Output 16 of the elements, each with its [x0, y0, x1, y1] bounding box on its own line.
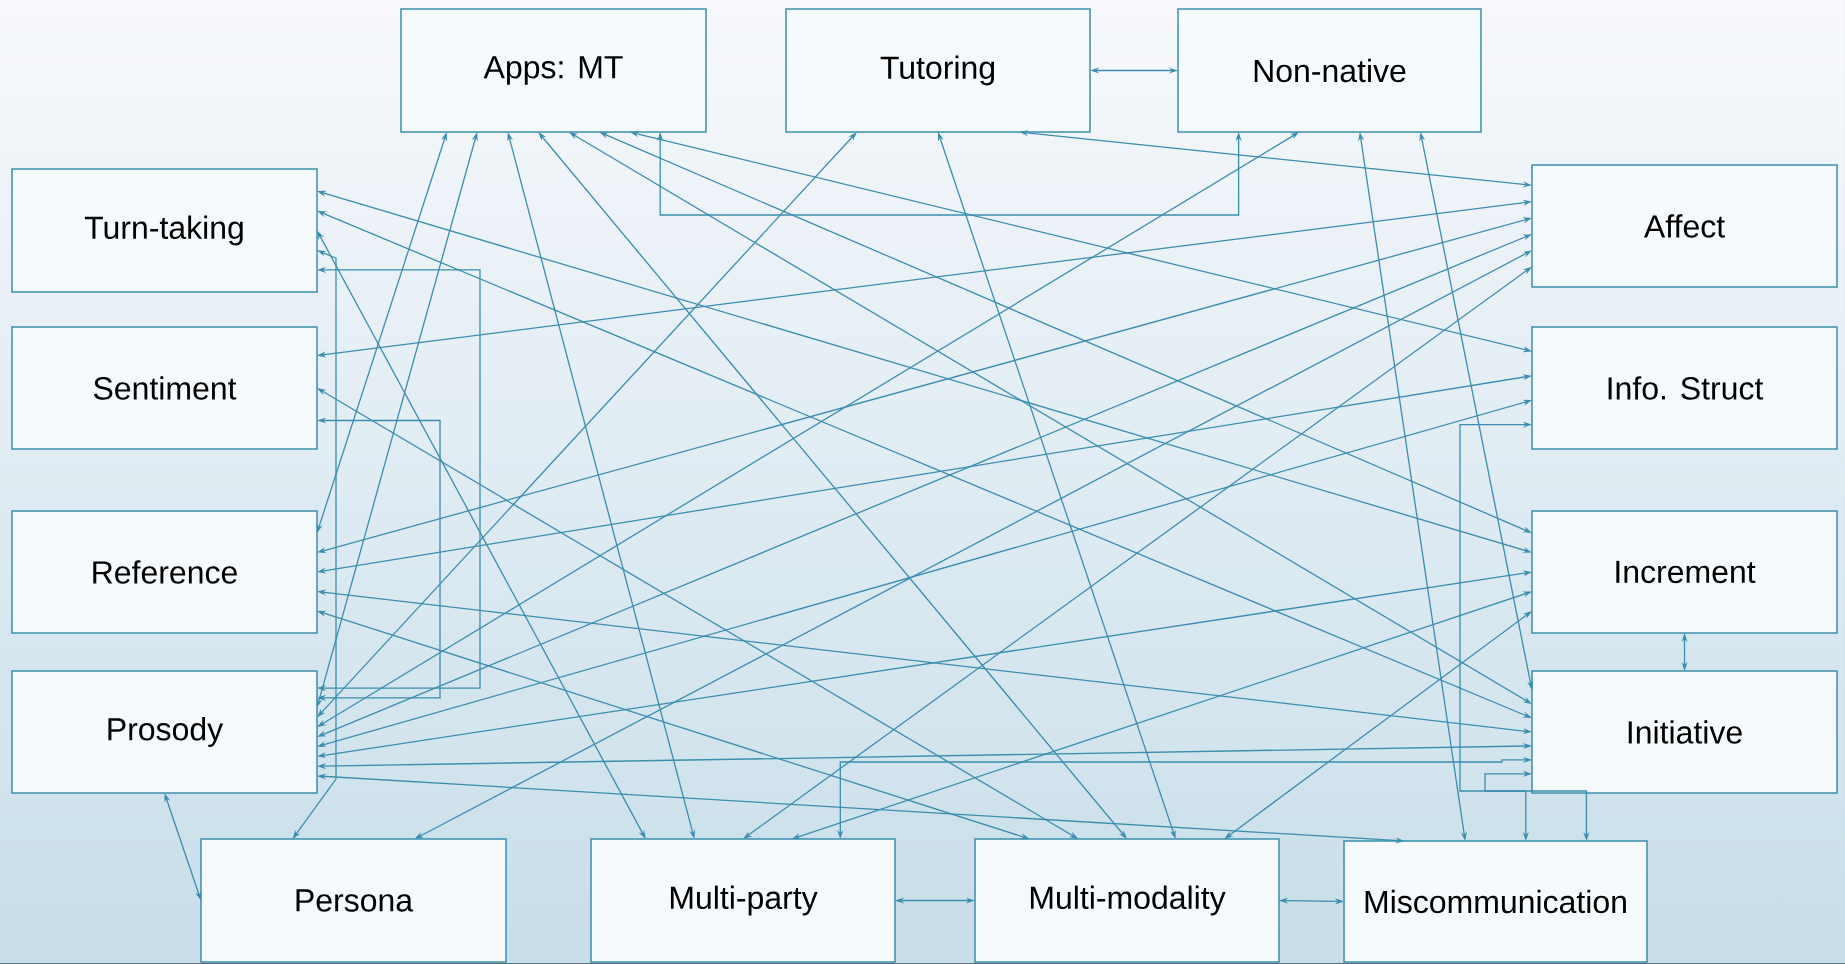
topic-box: Non-native	[1177, 8, 1482, 133]
topic-box: Increment	[1531, 510, 1838, 634]
topic-box: Apps: MT	[400, 8, 707, 133]
topic-box: Prosody	[11, 670, 318, 794]
topic-box: Initiative	[1531, 670, 1838, 794]
topic-box: Affect	[1531, 164, 1838, 288]
topic-box: Reference	[11, 510, 318, 634]
arrow	[538, 132, 1127, 839]
topic-box: Sentiment	[11, 326, 318, 450]
topic-box: Info. Struct	[1531, 326, 1838, 450]
topic-box: Turn-taking	[11, 168, 318, 293]
topic-box: Multi-modality	[974, 838, 1280, 963]
topic-box: Multi-party	[590, 838, 896, 963]
topic-box: Miscommunication	[1343, 840, 1648, 963]
topic-box: Tutoring	[785, 8, 1091, 133]
topic-box: Persona	[200, 838, 507, 963]
